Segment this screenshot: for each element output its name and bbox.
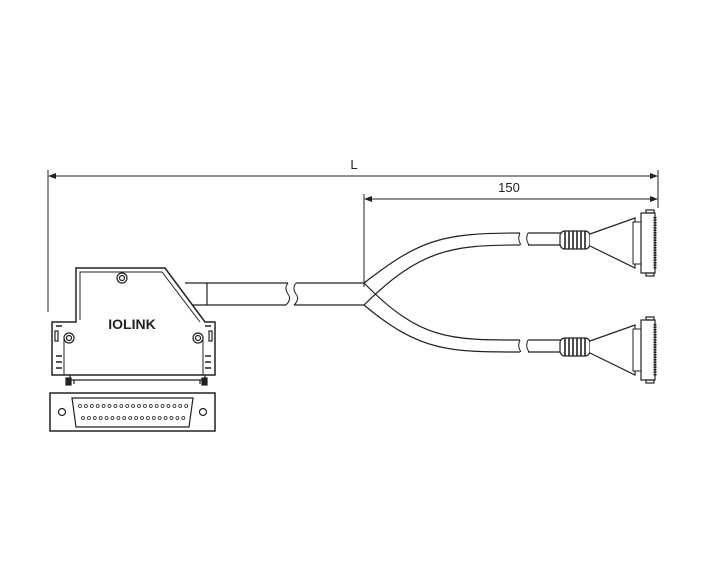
pin-hole — [172, 404, 177, 408]
pin-hole — [134, 416, 139, 420]
dimension-150: 150 — [363, 180, 658, 287]
pin-hole — [157, 416, 162, 420]
pin-hole — [89, 404, 94, 408]
pin-hole — [116, 416, 121, 420]
pin-hole — [181, 416, 186, 420]
pin-hole — [119, 404, 124, 408]
pin-hole — [151, 416, 156, 420]
dsub-housing: IOLINK — [51, 267, 216, 386]
pin-hole — [122, 416, 127, 420]
dimension-l-label: L — [350, 157, 357, 172]
pin-hole — [154, 404, 159, 408]
pin-hole — [137, 404, 141, 408]
dsub-face — [49, 392, 216, 432]
pin-hole — [142, 404, 147, 408]
pin-hole — [131, 404, 136, 408]
main-cable — [185, 282, 364, 306]
pin-hole — [98, 416, 103, 420]
pin-hole — [107, 404, 112, 408]
pin-hole — [92, 416, 97, 420]
pin-hole — [104, 416, 109, 420]
pin-hole — [128, 416, 133, 420]
branch-connector-bottom — [559, 316, 657, 384]
pin-hole — [87, 416, 91, 420]
pin-hole — [101, 404, 106, 408]
pin-hole — [178, 404, 183, 408]
iolink-logo: IOLINK — [108, 316, 155, 332]
pin-hole — [145, 416, 150, 420]
branch-connector-top — [559, 209, 657, 277]
pin-hole — [184, 404, 189, 408]
pin-hole — [148, 404, 153, 408]
pin-hole — [78, 404, 82, 408]
pin-hole — [163, 416, 168, 420]
pin-hole — [125, 404, 130, 408]
pin-hole — [166, 404, 171, 408]
dimension-l: L — [47, 157, 659, 312]
pin-hole — [110, 416, 115, 420]
pin-hole — [140, 416, 144, 420]
branch-cables — [363, 232, 562, 353]
pin-hole — [160, 404, 165, 408]
pin-hole — [169, 416, 174, 420]
pin-hole — [113, 404, 118, 408]
pin-hole — [175, 416, 180, 420]
svg-text:IOLINK: IOLINK — [108, 316, 155, 332]
pin-hole — [84, 404, 88, 408]
pin-hole — [81, 416, 85, 420]
pin-hole — [95, 404, 100, 408]
dimension-150-label: 150 — [498, 180, 520, 195]
